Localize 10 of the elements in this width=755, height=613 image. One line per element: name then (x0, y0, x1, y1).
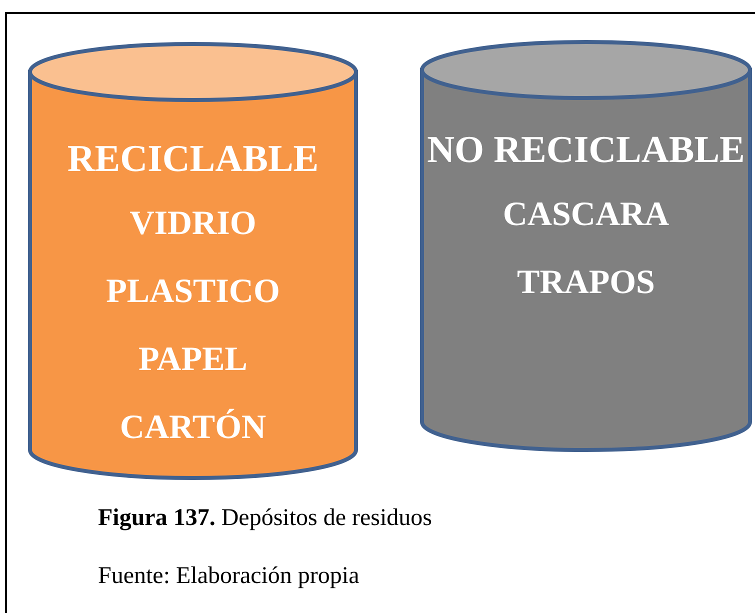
bin-item: CARTÓN (120, 410, 266, 445)
source-note: Fuente: Elaboración propia (98, 563, 360, 590)
figure-caption: Figura 137. Depósitos de residuos (98, 505, 432, 532)
bin-item: VIDRIO (130, 206, 256, 241)
bin-item: PLASTICO (106, 274, 280, 309)
bin-heading: NO RECICLABLE (427, 128, 745, 173)
bin-item: PAPEL (138, 342, 248, 377)
bin-item: TRAPOS (517, 266, 655, 300)
bin-heading: RECICLABLE (67, 137, 319, 182)
bin-item: CASCARA (502, 198, 670, 232)
